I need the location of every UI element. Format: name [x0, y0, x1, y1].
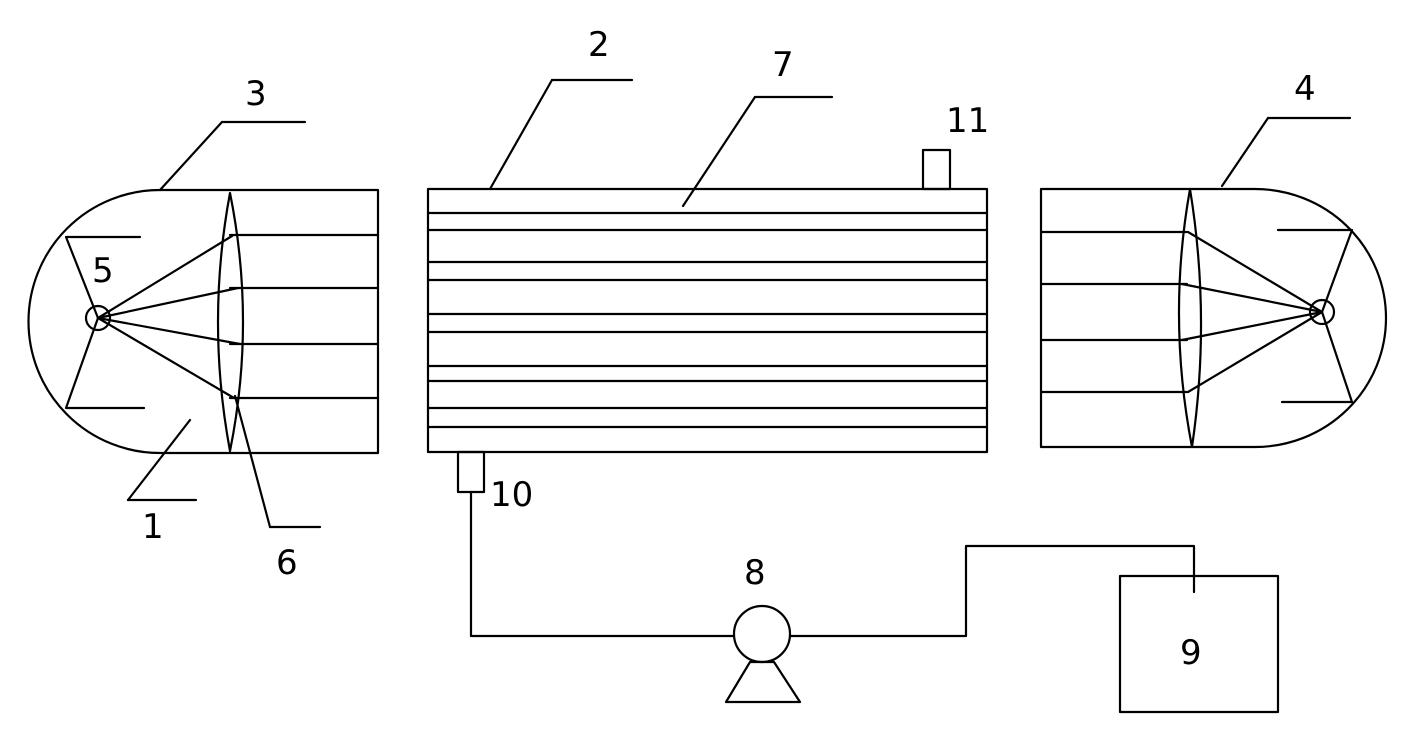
- right-reflector: [1276, 228, 1354, 404]
- label-11: 11: [946, 101, 989, 141]
- left-focus-ray: [96, 316, 242, 346]
- left-reflector: [64, 235, 146, 410]
- outlet-port: [921, 148, 952, 191]
- chamber-outline: [426, 187, 989, 454]
- label-5: 5: [92, 251, 114, 291]
- left-lamp-housing: [27, 188, 380, 455]
- right-lamp-bulb: [1308, 298, 1336, 326]
- pump-body: [732, 604, 792, 664]
- label-8: 8: [744, 553, 766, 593]
- right-focus-ray: [1180, 282, 1324, 314]
- label-9: 9: [1180, 633, 1202, 673]
- pump-base: [724, 660, 802, 704]
- pipe-inlet-to-pump: [469, 490, 736, 638]
- circulation-loop: [469, 490, 1280, 714]
- left-housing-outline: [27, 188, 380, 455]
- pipe-pump-to-tank: [788, 544, 1196, 638]
- left-lamp-bulb: [84, 304, 112, 332]
- right-focus-ray: [1180, 310, 1324, 342]
- right-lamp-housing: [1039, 187, 1388, 449]
- inlet-port: [456, 450, 486, 494]
- label-10: 10: [490, 475, 533, 515]
- left-focus-ray: [96, 286, 240, 320]
- label-6: 6: [276, 543, 298, 583]
- leader-2: [488, 78, 554, 191]
- storage-tank: [1118, 574, 1280, 714]
- leader-lines: [126, 78, 1352, 529]
- leader-7: [681, 95, 757, 208]
- callout-labels: 1 2 3 4 5 6 7 8 9 10 11: [92, 25, 1316, 673]
- label-7: 7: [772, 45, 794, 85]
- right-housing-outline: [1039, 187, 1388, 449]
- left-focus-ray: [96, 316, 236, 400]
- central-chamber: [426, 148, 989, 494]
- label-1: 1: [142, 507, 164, 547]
- label-4: 4: [1294, 69, 1316, 109]
- leader-4: [1220, 116, 1270, 188]
- label-3: 3: [245, 74, 267, 114]
- leader-6: [233, 394, 272, 529]
- leader-3: [158, 120, 224, 192]
- right-focus-ray: [1186, 230, 1324, 314]
- right-lens: [1177, 187, 1203, 449]
- label-2: 2: [588, 25, 610, 65]
- left-focus-ray: [96, 234, 234, 320]
- right-focus-ray: [1186, 310, 1324, 394]
- left-lens: [216, 191, 245, 453]
- leader-1: [126, 418, 192, 502]
